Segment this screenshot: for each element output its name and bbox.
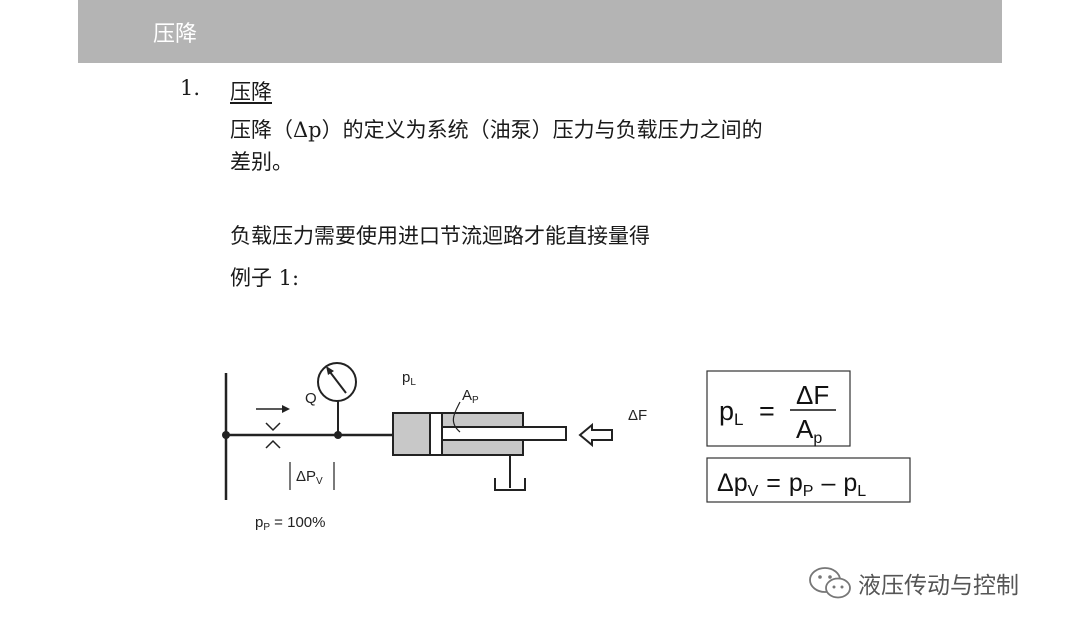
formula1-numerator: ΔF xyxy=(796,380,829,410)
label-pP-value: = 100% xyxy=(270,514,325,531)
svg-text:Ap: Ap xyxy=(796,414,822,447)
formula-box-1 xyxy=(706,370,851,447)
header-bar: 压降 xyxy=(78,0,1002,63)
svg-text:pL: pL xyxy=(719,396,744,429)
formula2-term1: Δp xyxy=(717,469,748,497)
svg-text:AP: AP xyxy=(462,387,479,406)
gauge-needle xyxy=(329,371,347,394)
example-label: 例子 1: xyxy=(230,266,300,290)
formula2-term2: p xyxy=(789,469,803,497)
formula2-term1-sub: V xyxy=(748,483,759,500)
label-delta-Pv-sub: V xyxy=(316,476,323,487)
formula1-equals: = xyxy=(759,396,775,426)
label-Ap-sub: P xyxy=(472,395,479,406)
watermark-text: 液压传动与控制 xyxy=(858,573,1019,599)
paragraph-line-3: 负载压力需要使用进口节流迴路才能直接量得 xyxy=(230,224,650,248)
watermark: 液压传动与控制 xyxy=(808,565,1019,601)
label-Ap: A xyxy=(462,387,472,404)
flow-arrow-head xyxy=(282,405,290,413)
svg-text:ΔpV=pP–pL: ΔpV=pP–pL xyxy=(717,469,866,500)
formula1-lhs: p xyxy=(719,396,734,426)
formula1-denominator: A xyxy=(796,414,814,444)
formula2-term3-sub: L xyxy=(857,483,866,500)
label-pL: p xyxy=(402,369,410,386)
svg-text:pP = 100%: pP = 100% xyxy=(255,514,325,533)
hydraulic-circuit-diagram: pL Q AP ΔF ΔPV pP = 100% pL = ΔF Ap ΔpV=… xyxy=(222,362,911,533)
label-pL-sub: L xyxy=(410,377,416,388)
paragraph-line-1: 压降（Δp）的定义为系统（油泵）压力与负载压力之间的 xyxy=(230,118,763,142)
throttle-lower xyxy=(265,439,281,449)
junction-dot xyxy=(222,431,230,439)
svg-text:ΔPV: ΔPV xyxy=(296,468,323,487)
formula1-denominator-sub: p xyxy=(813,430,822,447)
section-title: 压降 xyxy=(230,80,272,104)
label-pP-sub: P xyxy=(263,522,270,533)
label-delta-Pv: ΔP xyxy=(296,468,316,485)
tank-icon xyxy=(494,478,526,491)
header-title: 压降 xyxy=(153,22,198,47)
wechat-icon xyxy=(809,567,851,599)
area-pointer xyxy=(452,401,461,433)
section-number: 1. xyxy=(180,76,201,100)
label-Q: Q xyxy=(305,390,317,407)
formula2-equals: = xyxy=(766,469,781,497)
svg-text:pL: pL xyxy=(402,369,416,388)
formula2-term3: p xyxy=(843,469,857,497)
formula2-minus: – xyxy=(821,469,835,497)
throttle-upper xyxy=(265,422,281,432)
formula2-term2-sub: P xyxy=(803,483,814,500)
formula-box-2 xyxy=(706,457,911,503)
paragraph-line-2: 差别。 xyxy=(230,150,293,174)
gauge-needle-head xyxy=(326,366,334,375)
label-delta-F: ΔF xyxy=(628,407,647,424)
force-arrow-icon xyxy=(578,422,613,448)
piston-rod xyxy=(441,426,567,441)
label-pP: p xyxy=(255,514,263,531)
piston xyxy=(429,412,443,456)
formula1-lhs-sub: L xyxy=(734,410,743,429)
